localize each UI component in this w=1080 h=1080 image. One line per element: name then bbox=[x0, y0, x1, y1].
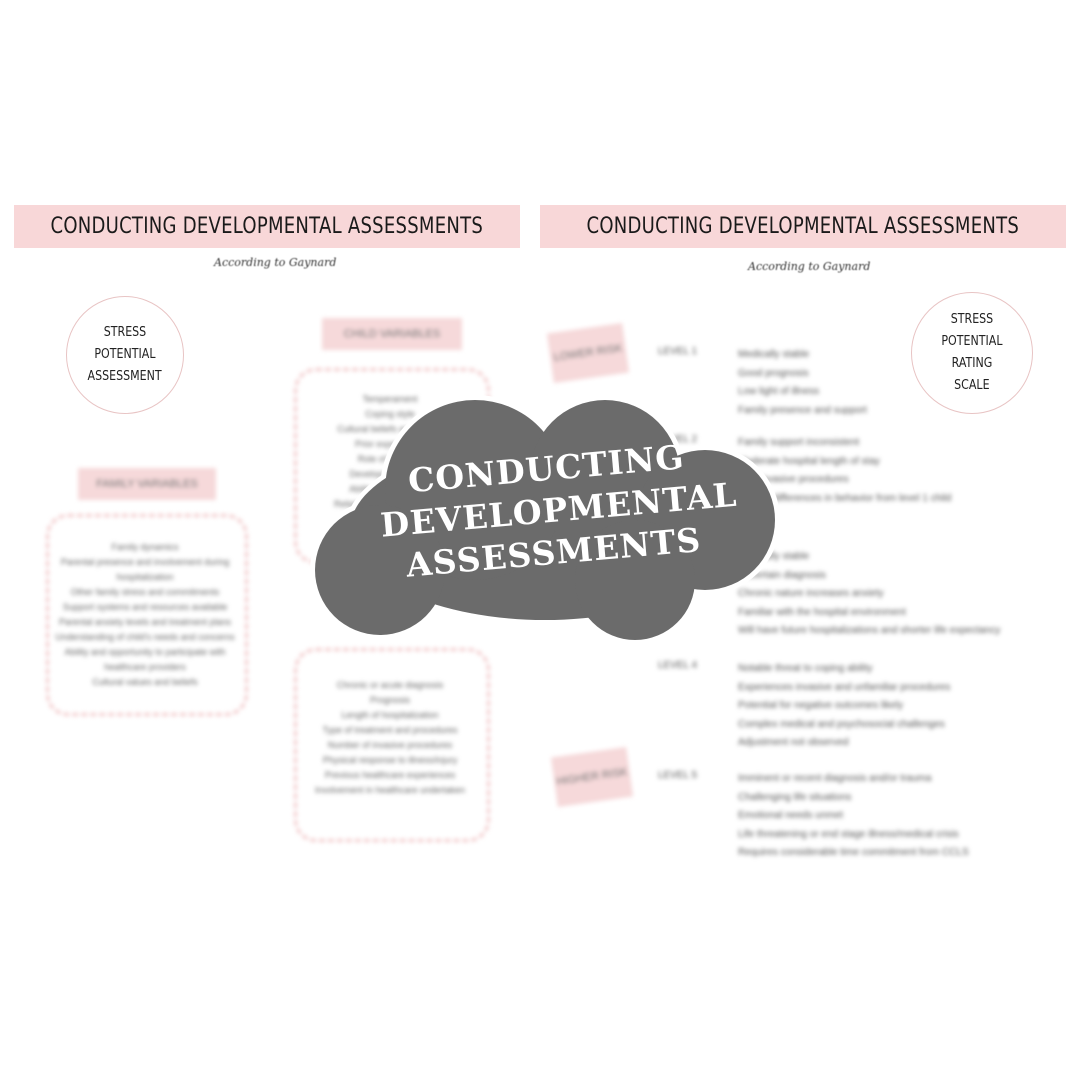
risk-level-item: Experiences invasive and unfamiliar proc… bbox=[738, 681, 951, 693]
left-subtitle: According to Gaynard bbox=[214, 256, 337, 269]
risk-level-items: Imminent or recent diagnosis and/or trau… bbox=[738, 770, 969, 863]
family-variable-item: healthcare providers bbox=[104, 662, 186, 672]
lower-risk-line: LOWER bbox=[552, 346, 595, 364]
risk-level-item: Requires considerable time commitment fr… bbox=[738, 847, 969, 858]
illness-variable-item: Length of hospitalization bbox=[341, 710, 439, 720]
circle-line: POTENTIAL bbox=[94, 347, 156, 362]
risk-level-item: Chronic nature increases anxiety bbox=[738, 588, 884, 599]
circle-line: STRESS bbox=[950, 312, 994, 327]
risk-level-item: Moderate hospital length of stay bbox=[738, 455, 880, 467]
family-variable-item: hospitalization bbox=[116, 572, 174, 582]
risk-level-item: Notable threat to coping ability bbox=[738, 663, 873, 674]
higher-risk-badge: HIGHER RISK bbox=[550, 746, 634, 808]
stress-potential-rating-scale-circle: STRESS POTENTIAL RATING SCALE bbox=[911, 292, 1033, 414]
child-variable-item: Cultural beliefs and values bbox=[337, 424, 443, 434]
circle-line: STRESS bbox=[103, 325, 147, 340]
circle-line: RATING bbox=[951, 356, 993, 371]
risk-level-item: Challenging life situations bbox=[738, 791, 852, 803]
risk-level-label: LEVEL 4 bbox=[658, 660, 698, 671]
right-subtitle: According to Gaynard bbox=[748, 260, 871, 273]
risk-level-item: Few invasive procedures bbox=[738, 474, 849, 485]
illness-variable-item: Chronic or acute diagnosis bbox=[336, 680, 444, 690]
risk-level-item: Family presence and support bbox=[738, 404, 867, 416]
risk-level-item: Familiar with the hospital environment bbox=[738, 606, 906, 618]
risk-level-item: Potential for negative outcomes likely bbox=[738, 700, 904, 711]
child-variables-label: CHILD VARIABLES bbox=[322, 318, 462, 350]
family-variable-item: Other family stress and commitments bbox=[70, 587, 220, 597]
risk-level-item: Emotional needs unmet bbox=[738, 810, 844, 821]
risk-level-item: Imminent or recent diagnosis and/or trau… bbox=[738, 773, 932, 784]
family-variable-item: Cultural values and beliefs bbox=[92, 677, 198, 687]
right-title-band: CONDUCTING DEVELOPMENTAL ASSESSMENTS bbox=[540, 205, 1066, 248]
family-variable-item: Parental anxiety levels and treatment pl… bbox=[58, 617, 232, 627]
risk-level-label: LEVEL 2 bbox=[658, 434, 698, 445]
family-variable-item: Parental presence and involvement during bbox=[60, 557, 230, 567]
higher-risk-line: RISK bbox=[601, 766, 629, 782]
illness-variable-item: Prognosis bbox=[369, 695, 411, 705]
family-variables-label: FAMILY VARIABLES bbox=[78, 468, 216, 500]
risk-level-item: Uncertain diagnosis bbox=[738, 569, 826, 581]
risk-level-item: Adjustment not observed bbox=[738, 737, 849, 748]
right-page-title: CONDUCTING DEVELOPMENTAL ASSESSMENTS bbox=[586, 214, 1020, 239]
family-variable-item: Family dynamics bbox=[111, 542, 179, 552]
family-variable-item: Ability and opportunity to participate w… bbox=[64, 647, 226, 657]
illness-variable-item: Physical response to illness/injury bbox=[322, 755, 458, 765]
risk-level-item: Will have future hospitalizations and sh… bbox=[738, 625, 1001, 636]
illness-variables-box bbox=[294, 648, 490, 842]
left-page-title: CONDUCTING DEVELOPMENTAL ASSESSMENTS bbox=[50, 214, 484, 239]
circle-line: ASSESSMENT bbox=[87, 369, 163, 384]
illness-variable-item: Involvement in healthcare undertaken bbox=[314, 785, 466, 795]
risk-level-item: Family support inconsistent bbox=[738, 437, 860, 448]
lower-risk-badge: LOWER RISK bbox=[546, 322, 630, 384]
lower-risk-line: RISK bbox=[595, 342, 624, 358]
illness-variable-item: Number of invasive procedures bbox=[327, 740, 453, 750]
higher-risk-line: HIGHER bbox=[555, 770, 600, 788]
left-title-band: CONDUCTING DEVELOPMENTAL ASSESSMENTS bbox=[14, 205, 520, 248]
illness-variable-item: Previous healthcare experiences bbox=[324, 770, 456, 780]
illness-variable-item: Type of treatment and procedures bbox=[322, 725, 458, 735]
circle-line: POTENTIAL bbox=[941, 334, 1003, 349]
cloud-shape bbox=[310, 395, 780, 645]
risk-level-item: Low light of illness bbox=[738, 386, 820, 397]
child-variable-item: Prior experiences bbox=[354, 439, 426, 449]
risk-level-item: Life threatening or end stage illness/me… bbox=[738, 828, 959, 840]
risk-level-item: Complex medical and psychosocial challen… bbox=[738, 718, 945, 730]
risk-level-item: Good prognosis bbox=[738, 367, 809, 379]
family-variables-box bbox=[46, 514, 248, 716]
family-variable-item: Understanding of child's needs and conce… bbox=[55, 632, 235, 642]
risk-level-label: LEVEL 1 bbox=[658, 346, 698, 357]
circle-line: SCALE bbox=[954, 378, 990, 393]
risk-level-label: LEVEL 5 bbox=[658, 770, 698, 781]
stress-potential-assessment-circle: STRESS POTENTIAL ASSESSMENT bbox=[66, 296, 184, 414]
risk-level-item: Medically stable bbox=[738, 551, 810, 562]
child-variable-item: Coping style bbox=[365, 409, 415, 419]
right-page: CONDUCTING DEVELOPMENTAL ASSESSMENTS Acc… bbox=[530, 0, 1080, 1080]
family-variable-item: Support systems and resources available bbox=[62, 602, 228, 612]
risk-level-item: Limited differences in behavior from lev… bbox=[738, 492, 952, 504]
child-variable-item: Temperament bbox=[362, 394, 418, 404]
risk-level-item: Medically stable bbox=[738, 349, 810, 360]
